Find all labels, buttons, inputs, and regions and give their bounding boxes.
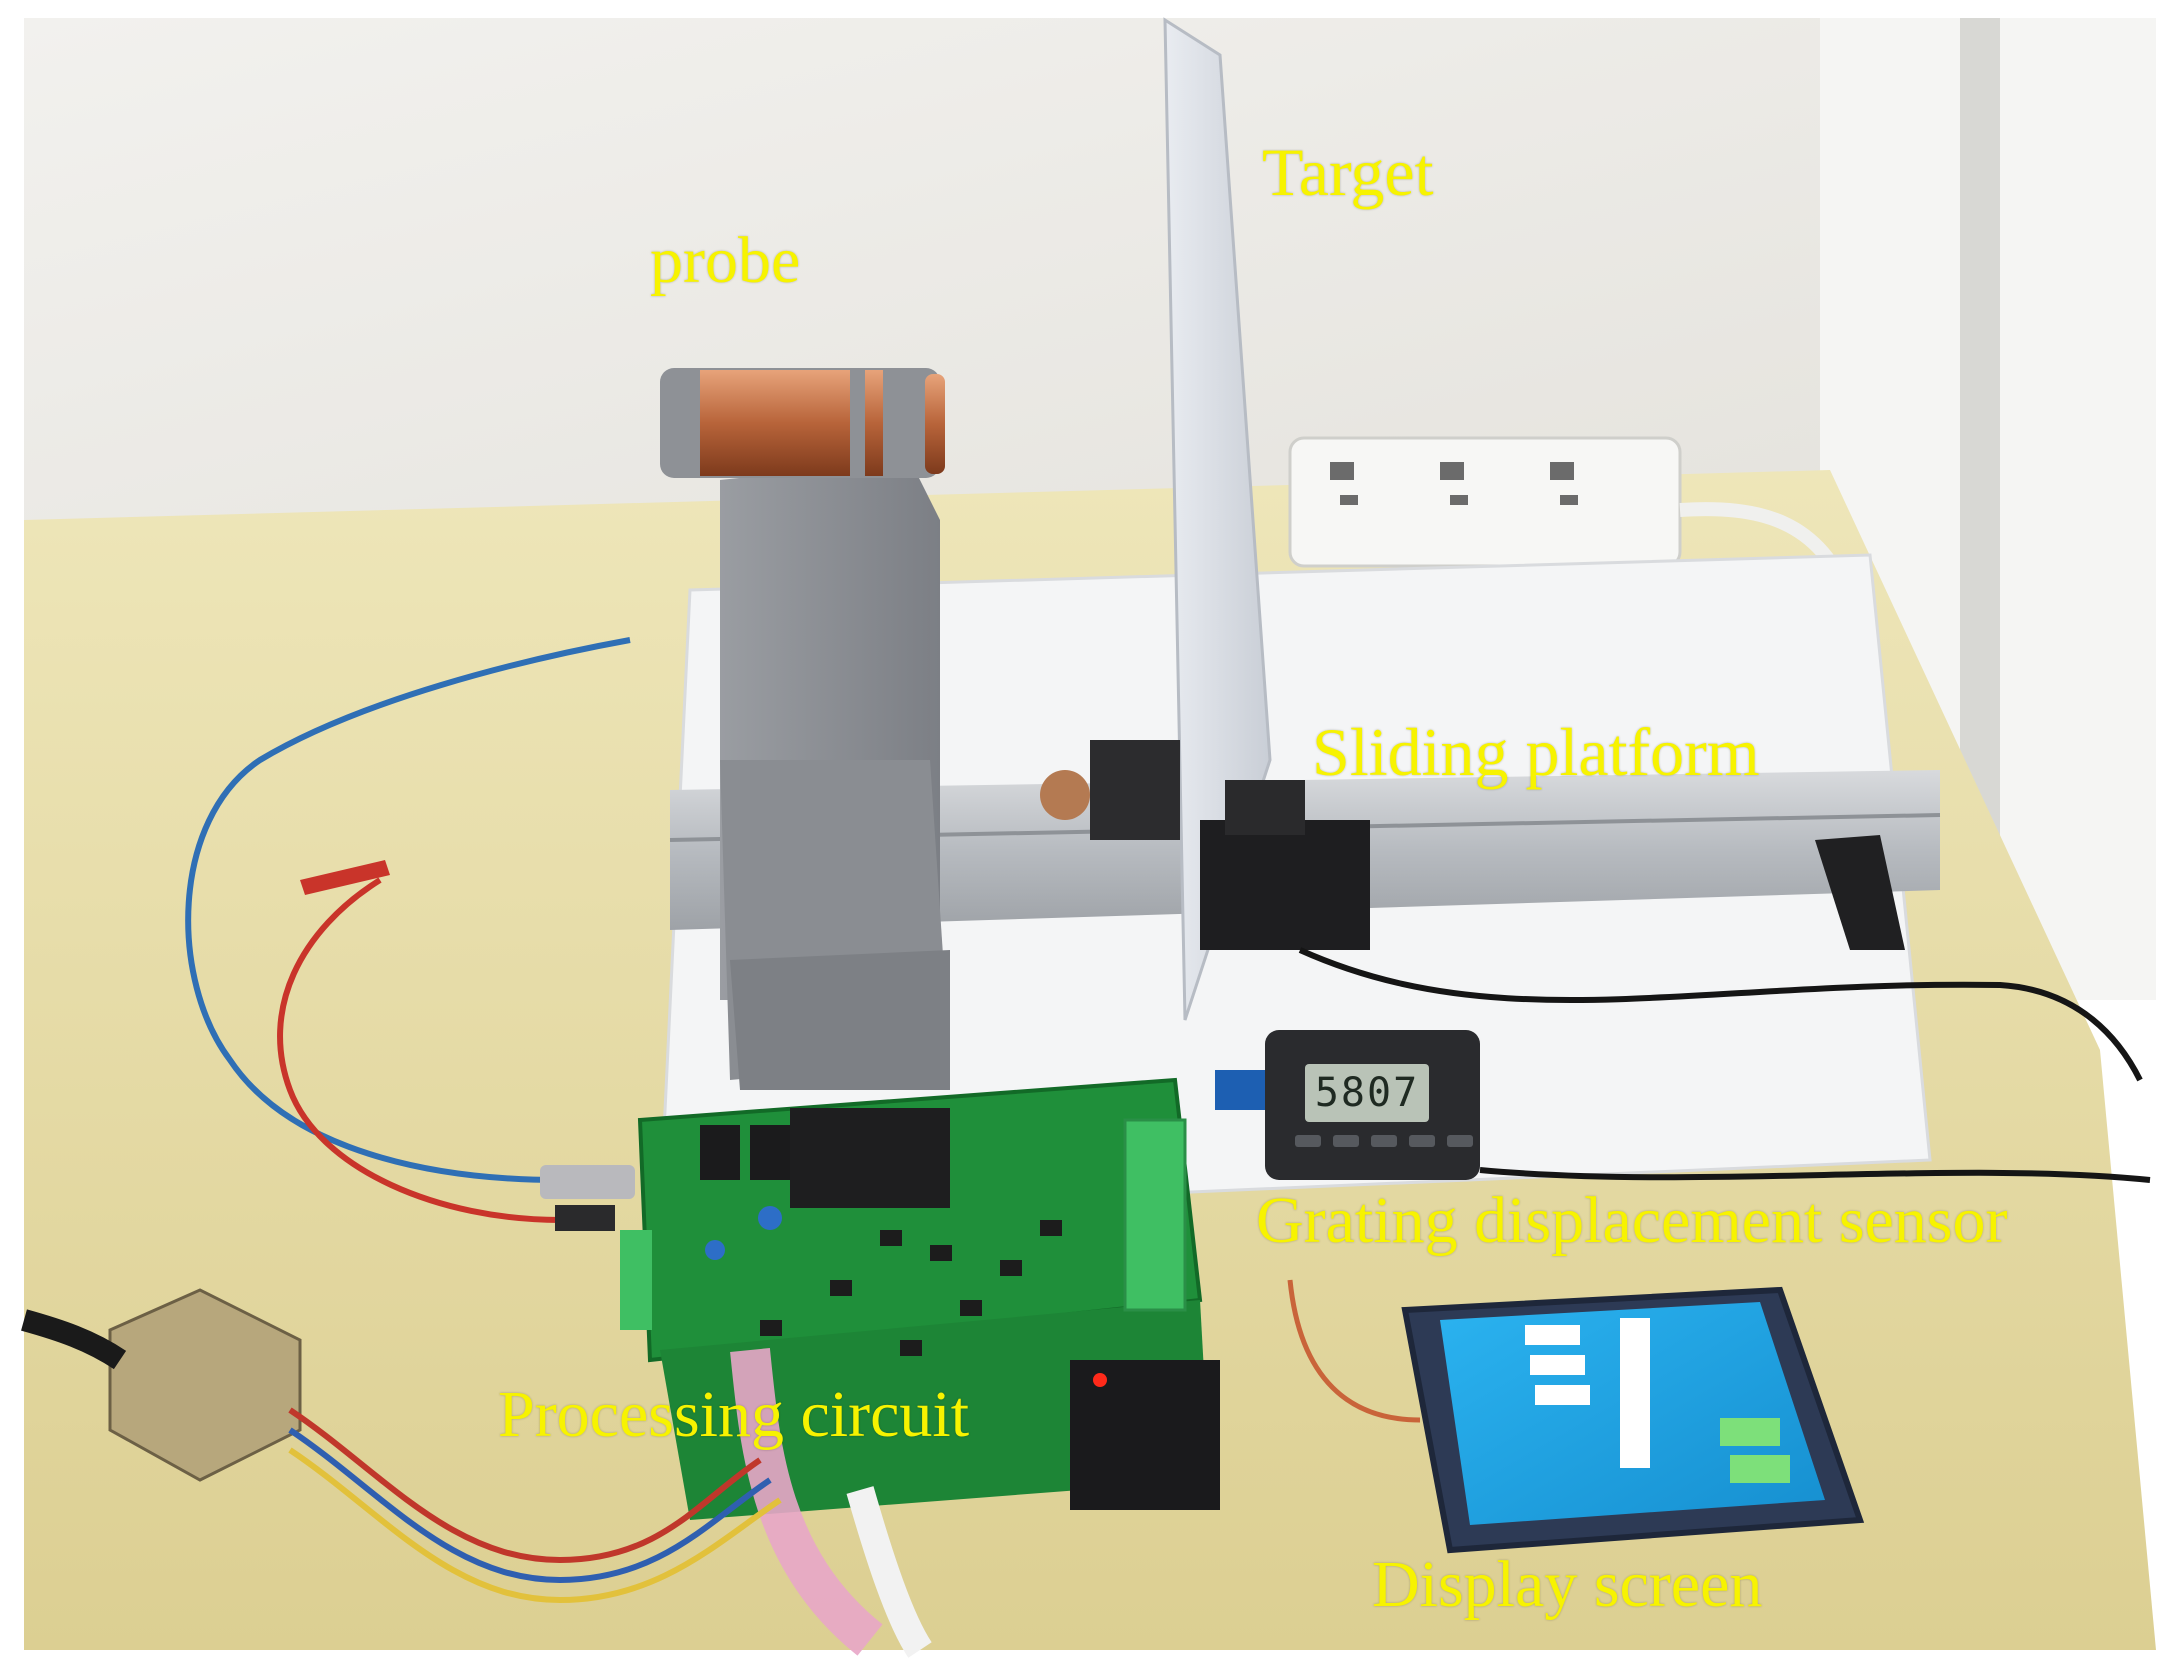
sliding-platform-label: Sliding platform [1312, 714, 1760, 790]
target-plate [1163, 17, 1272, 1021]
readout-value: 5807 [1314, 1070, 1420, 1116]
target-holder [1090, 740, 1180, 840]
probe-cable [185, 637, 631, 1183]
sliding-carriage [1200, 820, 1370, 950]
display-screen-label: Display screen [1372, 1548, 1763, 1621]
probe-label: probe [650, 224, 801, 297]
terminal-block [1123, 1118, 1187, 1312]
wall [24, 18, 2156, 538]
readout-lcd [1305, 1064, 1429, 1122]
emi-filter [108, 1288, 302, 1482]
grating-sensor-label: Grating displacement sensor [1256, 1184, 2008, 1257]
probe-coil [700, 370, 850, 476]
bnc-connector [540, 1165, 635, 1199]
target-label: Target [1262, 134, 1434, 210]
power-module [790, 1108, 950, 1208]
processing-circuit-label: Processing circuit [498, 1378, 970, 1451]
mcu-board [1070, 1360, 1220, 1510]
